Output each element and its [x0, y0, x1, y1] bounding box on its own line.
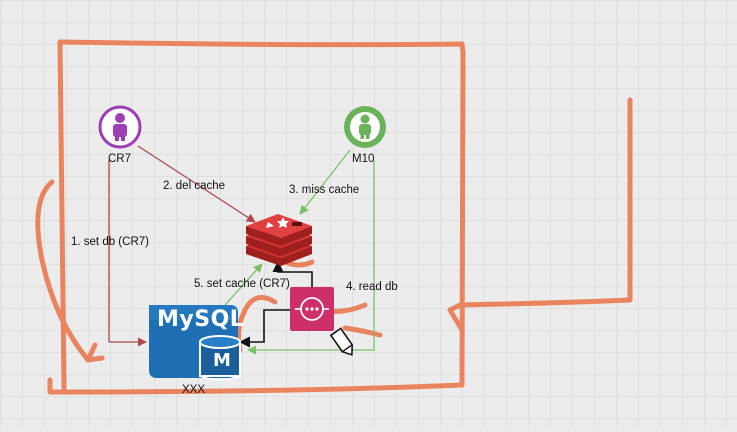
mysql-brand-label: MySQL	[157, 307, 245, 332]
edge-set-cache-arrow	[224, 263, 263, 306]
person-icon	[113, 113, 127, 141]
person-icon	[359, 114, 371, 139]
edge-miss-cache-arrow	[299, 149, 351, 215]
worker-to-db-arrow	[238, 309, 292, 348]
actor-m10-label: M10	[352, 153, 375, 165]
edge-label-del-cache: 2. del cache	[163, 180, 226, 192]
actor-cr7	[98, 105, 142, 149]
edge-label-set-db: 1. set db (CR7)	[71, 236, 149, 248]
pen-cursor-icon	[329, 327, 354, 356]
hand-drawn-annotations	[35, 39, 633, 395]
queue-worker-icon	[290, 287, 334, 331]
database-caption: XXX	[182, 384, 206, 396]
edge-label-read-db: 4. read db	[346, 281, 398, 293]
edge-del-cache-arrow	[137, 145, 256, 223]
edge-label-set-cache: 5. set cache (CR7)	[194, 278, 290, 290]
actor-m10	[344, 106, 386, 148]
worker-to-cache-arrow	[272, 260, 313, 288]
edge-label-miss-cache: 3. miss cache	[289, 184, 360, 196]
edge-read-db-arrow	[247, 160, 375, 355]
redis-cube-icon	[246, 214, 312, 266]
mysql-database	[149, 305, 241, 381]
actor-cr7-label: CR7	[108, 153, 132, 165]
mysql-badge-label: M	[213, 350, 231, 371]
database-cylinder-icon	[199, 335, 241, 381]
